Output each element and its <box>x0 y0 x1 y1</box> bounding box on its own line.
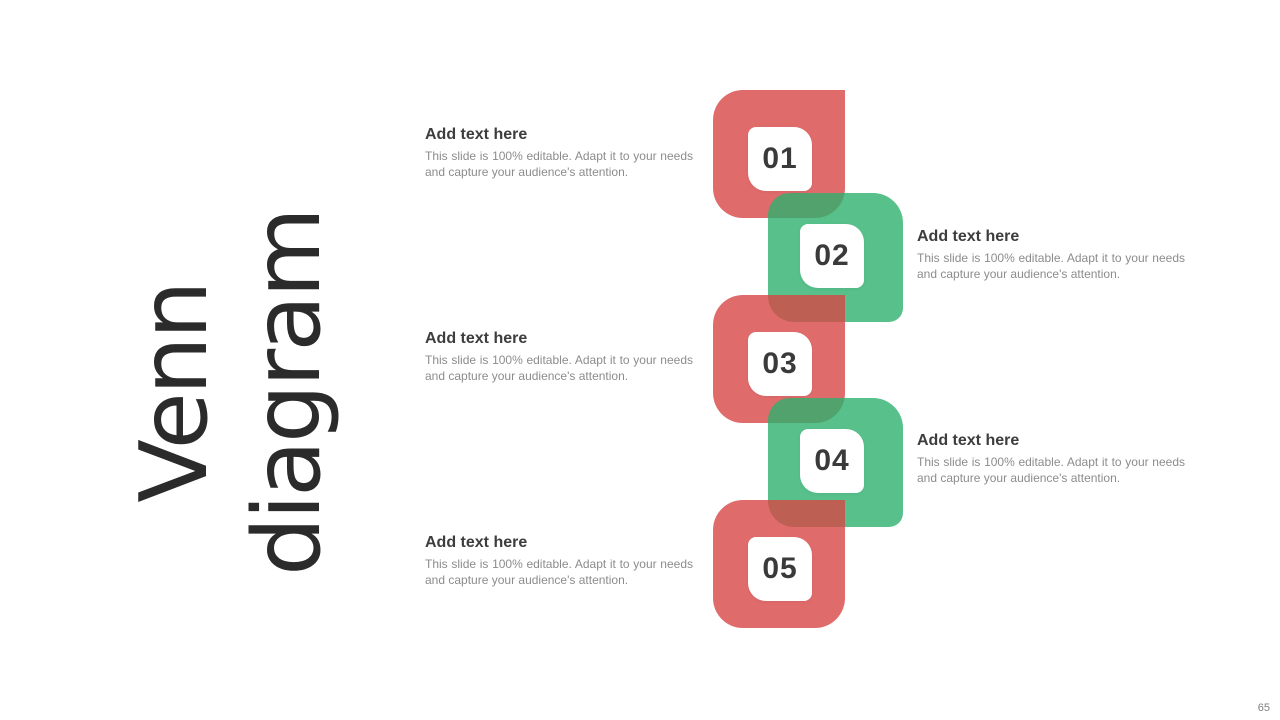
text-block-04-body: This slide is 100% editable. Adapt it to… <box>917 455 1185 486</box>
venn-square-03: 03 <box>713 295 845 423</box>
slide-title-line-1: Venn <box>119 283 228 503</box>
text-block-02: Add text here This slide is 100% editabl… <box>917 228 1185 283</box>
text-block-04-heading: Add text here <box>917 432 1020 449</box>
text-block-01: Add text here This slide is 100% editabl… <box>425 126 693 181</box>
page-number: 65 <box>1257 702 1270 714</box>
text-block-05-body: This slide is 100% editable. Adapt it to… <box>425 557 693 588</box>
number-badge-02: 02 <box>800 224 864 288</box>
venn-square-05: 05 <box>713 500 845 628</box>
number-badge-03: 03 <box>748 332 812 396</box>
text-block-02-heading: Add text here <box>917 228 1020 245</box>
text-block-03-heading: Add text here <box>425 330 528 347</box>
number-label-03: 03 <box>762 347 798 380</box>
slide-title: Venn diagram <box>115 188 347 598</box>
text-block-04: Add text here This slide is 100% editabl… <box>917 432 1185 487</box>
text-block-03: Add text here This slide is 100% editabl… <box>425 330 693 385</box>
text-block-01-heading: Add text here <box>425 126 528 143</box>
text-block-03-body: This slide is 100% editable. Adapt it to… <box>425 353 693 384</box>
number-badge-01: 01 <box>748 127 812 191</box>
slide-title-line-2: diagram <box>233 210 341 576</box>
number-label-04: 04 <box>814 444 850 477</box>
text-block-05: Add text here This slide is 100% editabl… <box>425 534 693 589</box>
number-label-01: 01 <box>762 142 798 175</box>
text-block-02-body: This slide is 100% editable. Adapt it to… <box>917 251 1185 282</box>
number-badge-04: 04 <box>800 429 864 493</box>
text-block-01-body: This slide is 100% editable. Adapt it to… <box>425 149 693 180</box>
text-block-05-heading: Add text here <box>425 534 528 551</box>
number-badge-05: 05 <box>748 537 812 601</box>
number-label-05: 05 <box>762 552 798 585</box>
number-label-02: 02 <box>814 239 850 272</box>
